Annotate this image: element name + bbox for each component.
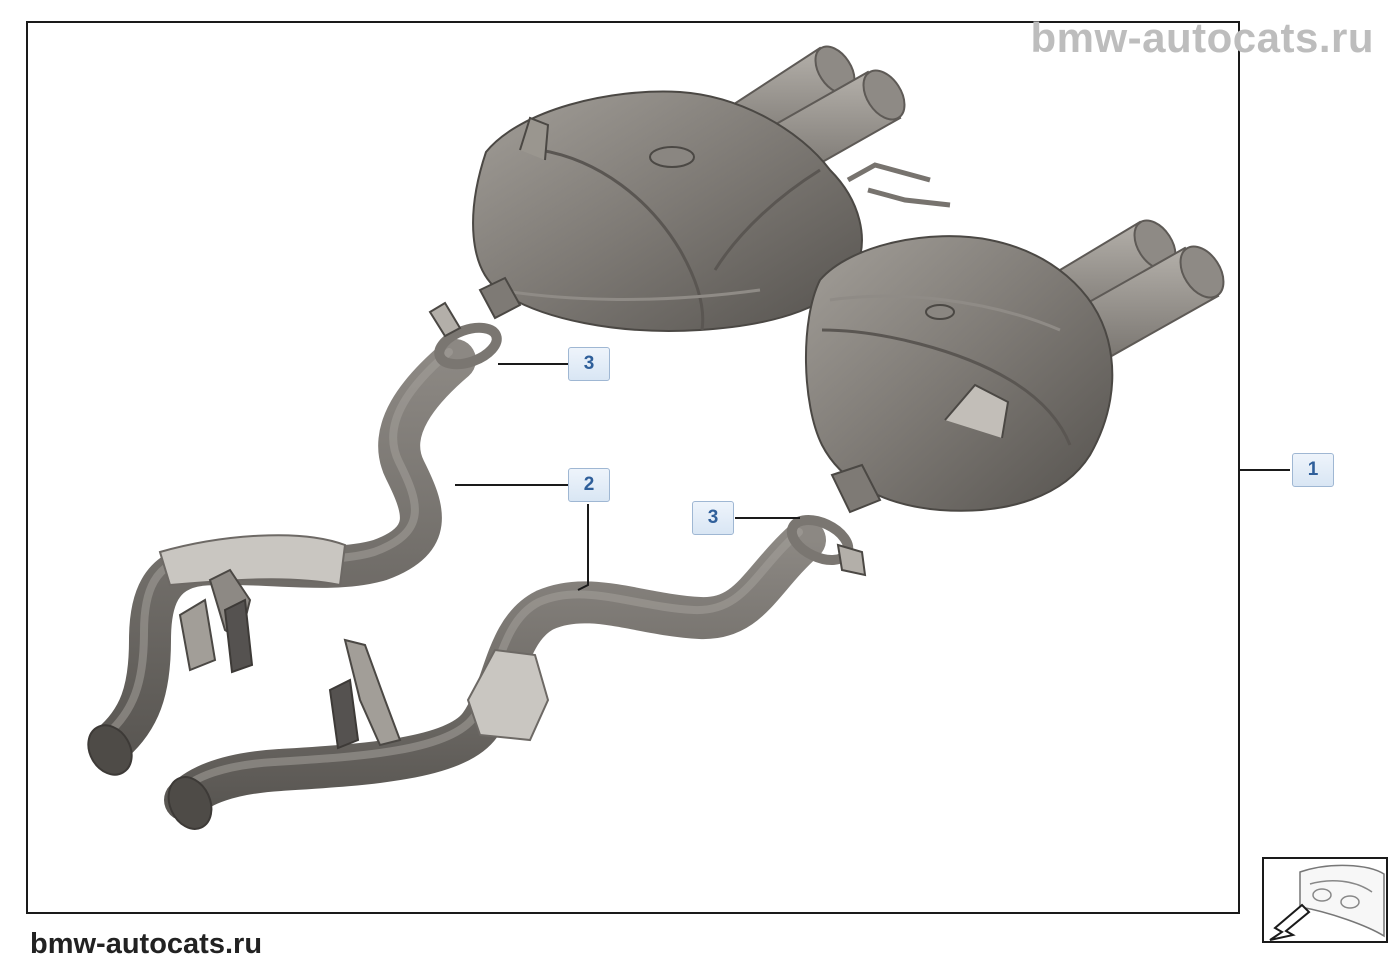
diagram-frame [26,21,1240,914]
callout-1[interactable]: 1 [1292,453,1334,487]
location-thumbnail [1262,857,1388,943]
watermark-top: bmw-autocats.ru [1030,14,1374,61]
intermediate-pipe-left [87,339,476,776]
leader-lines [455,363,1290,591]
lower-muffler [805,235,1114,514]
callout-3-upper[interactable]: 3 [568,347,610,381]
callout-2[interactable]: 2 [568,468,610,502]
intermediate-pipe-right [164,519,826,830]
clamp-lower [786,515,867,577]
watermark-bottom: bmw-autocats.ru [30,928,263,960]
callout-3-lower[interactable]: 3 [692,501,734,535]
clamp-upper [428,301,502,370]
